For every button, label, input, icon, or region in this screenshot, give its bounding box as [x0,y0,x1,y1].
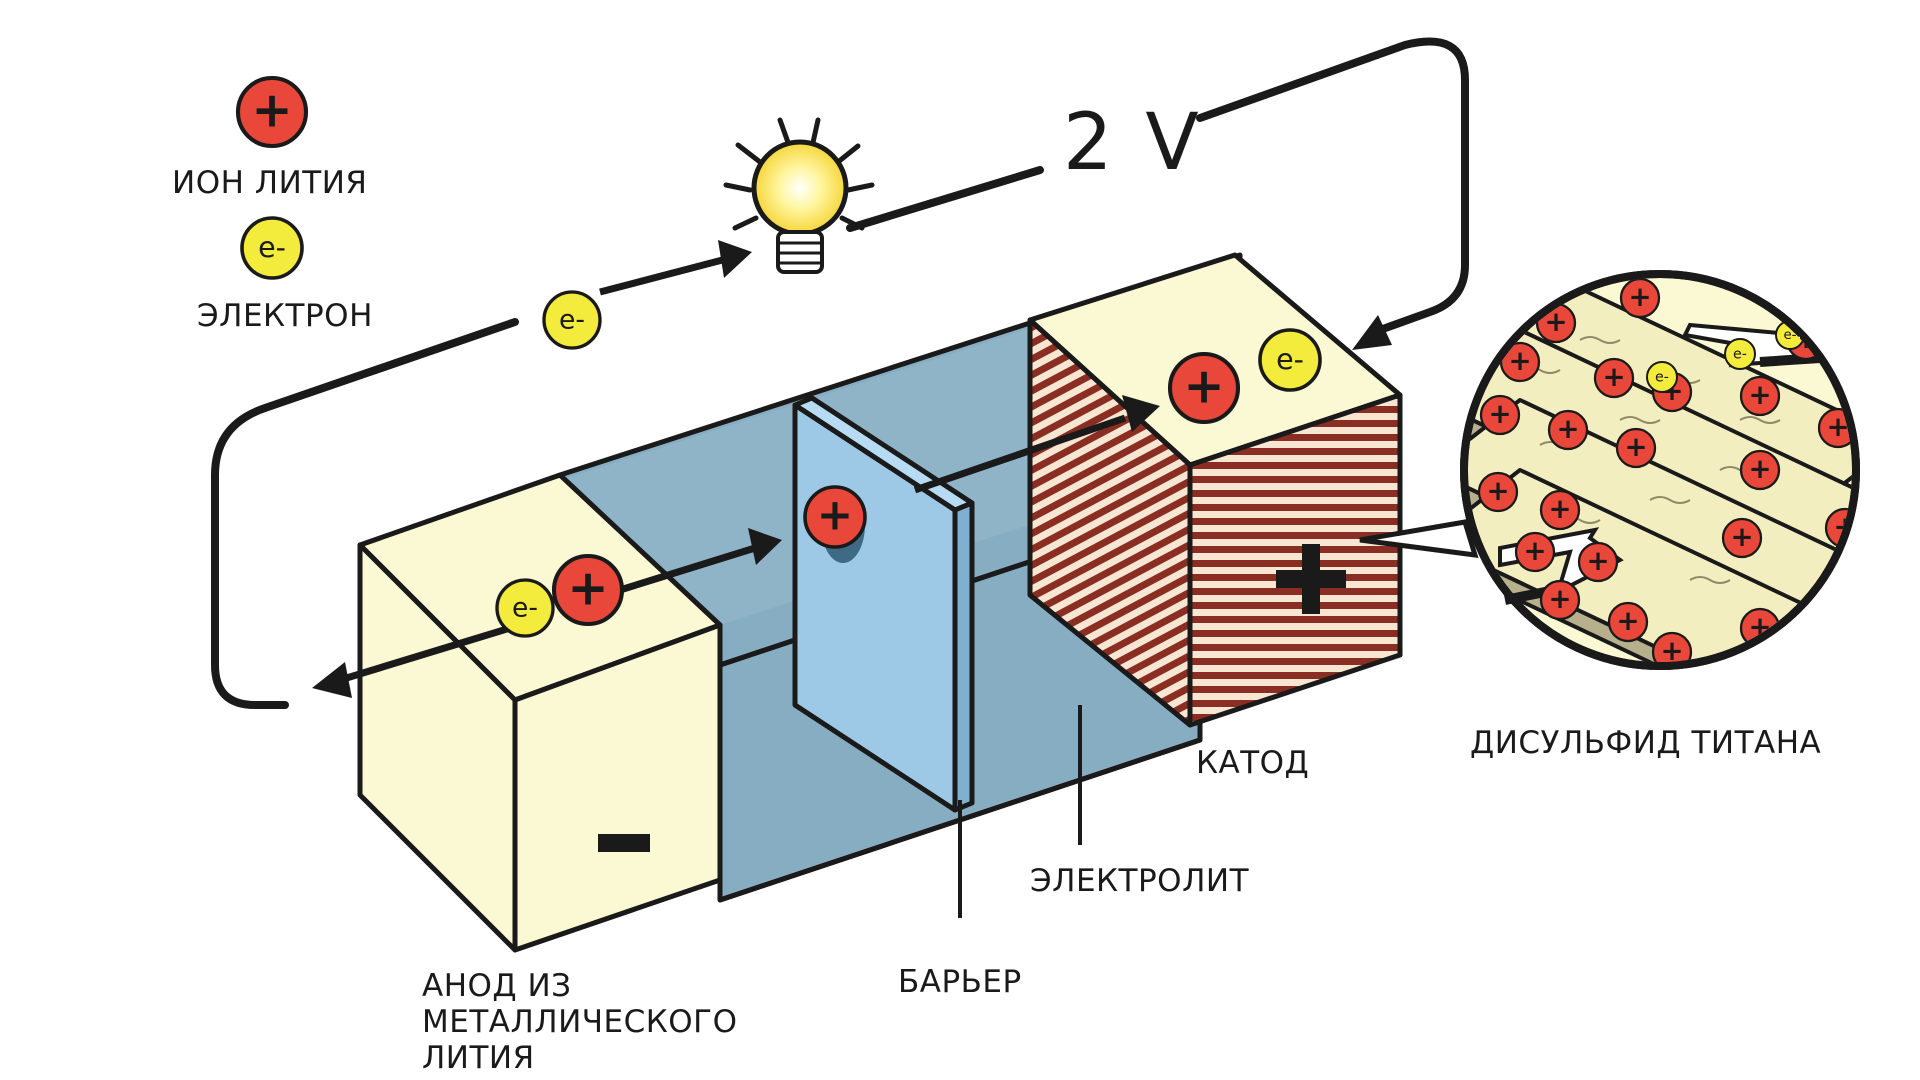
wire-electron: e- [542,290,602,350]
arrow-to-barrier [618,528,782,594]
ion-symbol: + [1556,413,1579,445]
electron-symbol: e- [258,231,286,264]
ion-symbol: + [1826,581,1849,613]
ion-symbol: + [1748,379,1771,411]
arrow-anode-out [312,621,522,698]
wire-arrow-to-bulb [599,240,752,296]
ion-legend-label: ИОН ЛИТИЯ [172,165,368,201]
magnifier-ion: + [1499,341,1541,383]
ion-symbol: + [1616,605,1639,637]
magnifier-electron: e- [1646,361,1678,393]
minus-sign [598,834,650,852]
barrier-ion: + [803,485,867,549]
magnifier-ion: + [1619,278,1661,319]
plus-sign [1276,544,1346,614]
electron-symbol: e- [1655,370,1669,386]
ion-symbol: + [1523,535,1546,567]
magnifier-ion: + [1479,394,1521,436]
ion-symbol: + [1586,545,1609,577]
electron-symbol: e- [512,592,538,623]
anode-label-line2: МЕТАЛЛИЧЕСКОГО [422,1004,738,1040]
magnifier-ion: + [1817,577,1852,619]
ion-symbol: + [1544,306,1567,338]
ion-symbol: + [251,80,292,138]
magnifier-ion: + [1615,427,1657,469]
magnifier-ion: + [1739,449,1781,491]
voltage-label: 2 V [1063,98,1203,188]
magnifier-ion: + [1721,517,1763,559]
ion-symbol: + [1624,431,1647,463]
cathode-electron: e- [1258,328,1322,392]
ion-symbol: + [1826,411,1849,443]
magnifier-ion: + [1607,601,1649,643]
anode-label-line1: АНОД ИЗ [422,968,572,1004]
electrolyte-label: ЭЛЕКТРОЛИТ [1030,863,1250,899]
magnifier-ion: + [1539,489,1581,531]
circuit-wire [211,37,1469,709]
electron-legend-label: ЭЛЕКТРОН [197,298,373,334]
ion-symbol: + [1548,493,1571,525]
titanium-label: ДИСУЛЬФИД ТИТАНА [1470,725,1822,761]
magnifier-electron: e- [1724,338,1756,370]
ion-symbol: + [1730,521,1753,553]
magnifier-ion: + [1547,409,1589,451]
lightbulb-icon [723,117,875,274]
magnifier-ion: + [1651,631,1693,667]
anode-label-line3: ЛИТИЯ [422,1040,535,1076]
ion-symbol: + [567,558,608,616]
cathode-ion: + [1167,351,1241,425]
legend-electron: e- [240,216,304,280]
electron-symbol: e- [1784,328,1797,343]
particles: + e-e-e- + + + e- [235,75,1322,638]
ion-symbol: + [1548,583,1571,615]
ion-symbol: + [1508,345,1531,377]
magnifier-ion: + [1593,357,1635,399]
ion-symbol: + [1628,281,1651,313]
ion-symbol: + [1660,635,1683,667]
ion-symbol: + [1486,475,1509,507]
cathode-label: КАТОД [1196,745,1310,781]
magnifier-ion: + [1514,531,1556,573]
magnifier-ion: + [1539,579,1581,621]
ion-symbol: + [1602,361,1625,393]
magnifier-ion: + [1577,541,1619,583]
ion-symbol: + [1183,356,1224,414]
magnifier-ion: + [1477,471,1519,513]
anode-ion: + [551,553,625,627]
ion-symbol: + [1748,453,1771,485]
wire-arrow-to-cathode [1352,315,1392,350]
magnifier-ion: + [1739,375,1781,417]
anode-electron: e- [495,578,555,638]
ion-symbol: + [1488,398,1511,430]
electron-symbol: e- [1733,347,1747,363]
legend-ion: + [235,75,309,149]
magnifier-connector [1359,519,1479,558]
barrier-label: БАРЬЕР [898,964,1022,1000]
ion-symbol: + [817,491,853,541]
arrow-to-cathode [913,395,1160,494]
electron-symbol: e- [1276,343,1304,376]
electron-symbol: e- [559,304,585,335]
